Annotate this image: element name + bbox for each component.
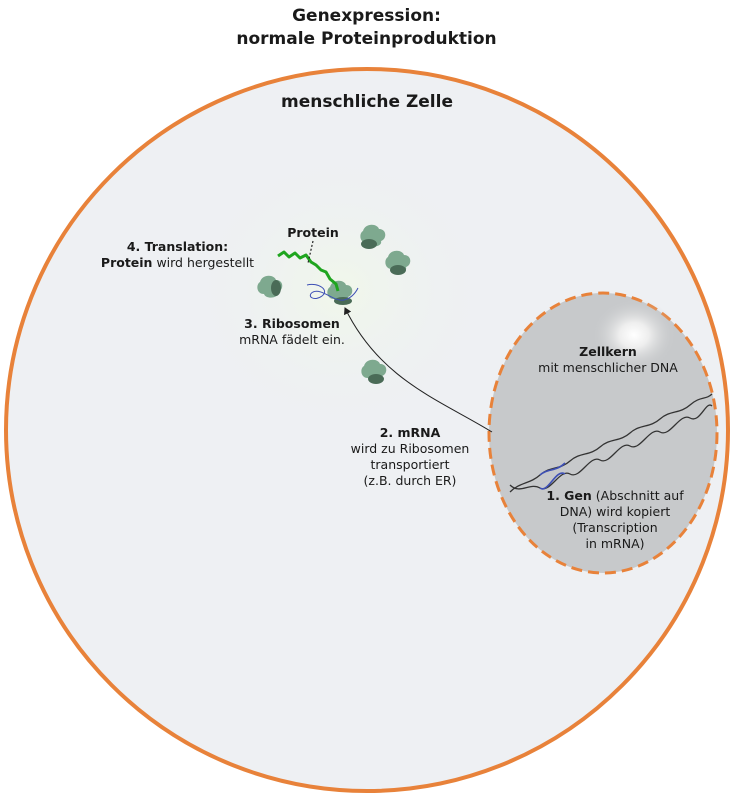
- title-line-2: normale Proteinproduktion: [236, 29, 497, 49]
- protein-label: Protein: [287, 225, 339, 240]
- step-ribosomes-label: 3. Ribosomen mRNA fädelt ein.: [222, 316, 362, 348]
- step-translation-label: 4. Translation: Protein wird hergestellt: [95, 239, 260, 271]
- ribosomes-heading: 3. Ribosomen: [244, 316, 340, 331]
- translation-line-2: Protein wird hergestellt: [95, 255, 260, 271]
- mrna-strand-icon: [306, 283, 359, 301]
- mrna-heading: 2. mRNA: [379, 425, 441, 440]
- step-mrna-label: 2. mRNA wird zu Ribosomen transportiert …: [335, 425, 485, 489]
- ribosome-icon: [360, 224, 386, 249]
- mrna-line-1: wird zu Ribosomen: [350, 441, 470, 456]
- gene-line-1: 1. Gen (Abschnitt auf: [535, 488, 695, 504]
- step-gene-label: 1. Gen (Abschnitt auf DNA) wird kopiert …: [535, 488, 695, 552]
- ribosome-icon: [327, 280, 353, 305]
- diagram-title: Genexpression: normale Proteinproduktion: [0, 5, 733, 51]
- cell-label: menschliche Zelle: [281, 92, 453, 112]
- title-line-1: Genexpression:: [292, 6, 441, 26]
- ribosome-icon: [385, 250, 411, 275]
- translation-protein-word: Protein: [100, 255, 153, 270]
- translation-text: wird hergestellt: [152, 255, 255, 270]
- nucleolus-glow: [592, 299, 676, 371]
- mrna-line-3: (z.B. durch ER): [363, 473, 457, 488]
- gene-heading: 1. Gen: [546, 488, 592, 503]
- gene-line-4: in mRNA): [585, 536, 645, 551]
- arrow-icon: [344, 307, 493, 433]
- ribosome-icon: [257, 275, 283, 298]
- ribosome-icon: [361, 359, 387, 384]
- protein-chain-icon: [277, 250, 340, 292]
- mrna-line-2: transportiert: [370, 457, 450, 472]
- gene-line-2: DNA) wird kopiert: [559, 504, 671, 519]
- gene-line-3: (Transcription: [572, 520, 658, 535]
- translation-heading: 4. Translation:: [126, 239, 229, 254]
- ribosomes-text: mRNA fädelt ein.: [239, 332, 345, 347]
- gene-text-1: (Abschnitt auf: [591, 488, 684, 503]
- nucleus-label: Zellkern mit menschlicher DNA: [528, 344, 688, 376]
- nucleus-sublabel: mit menschlicher DNA: [538, 360, 678, 375]
- nucleus-heading: Zellkern: [579, 344, 637, 359]
- dna-helix-icon: [509, 393, 713, 493]
